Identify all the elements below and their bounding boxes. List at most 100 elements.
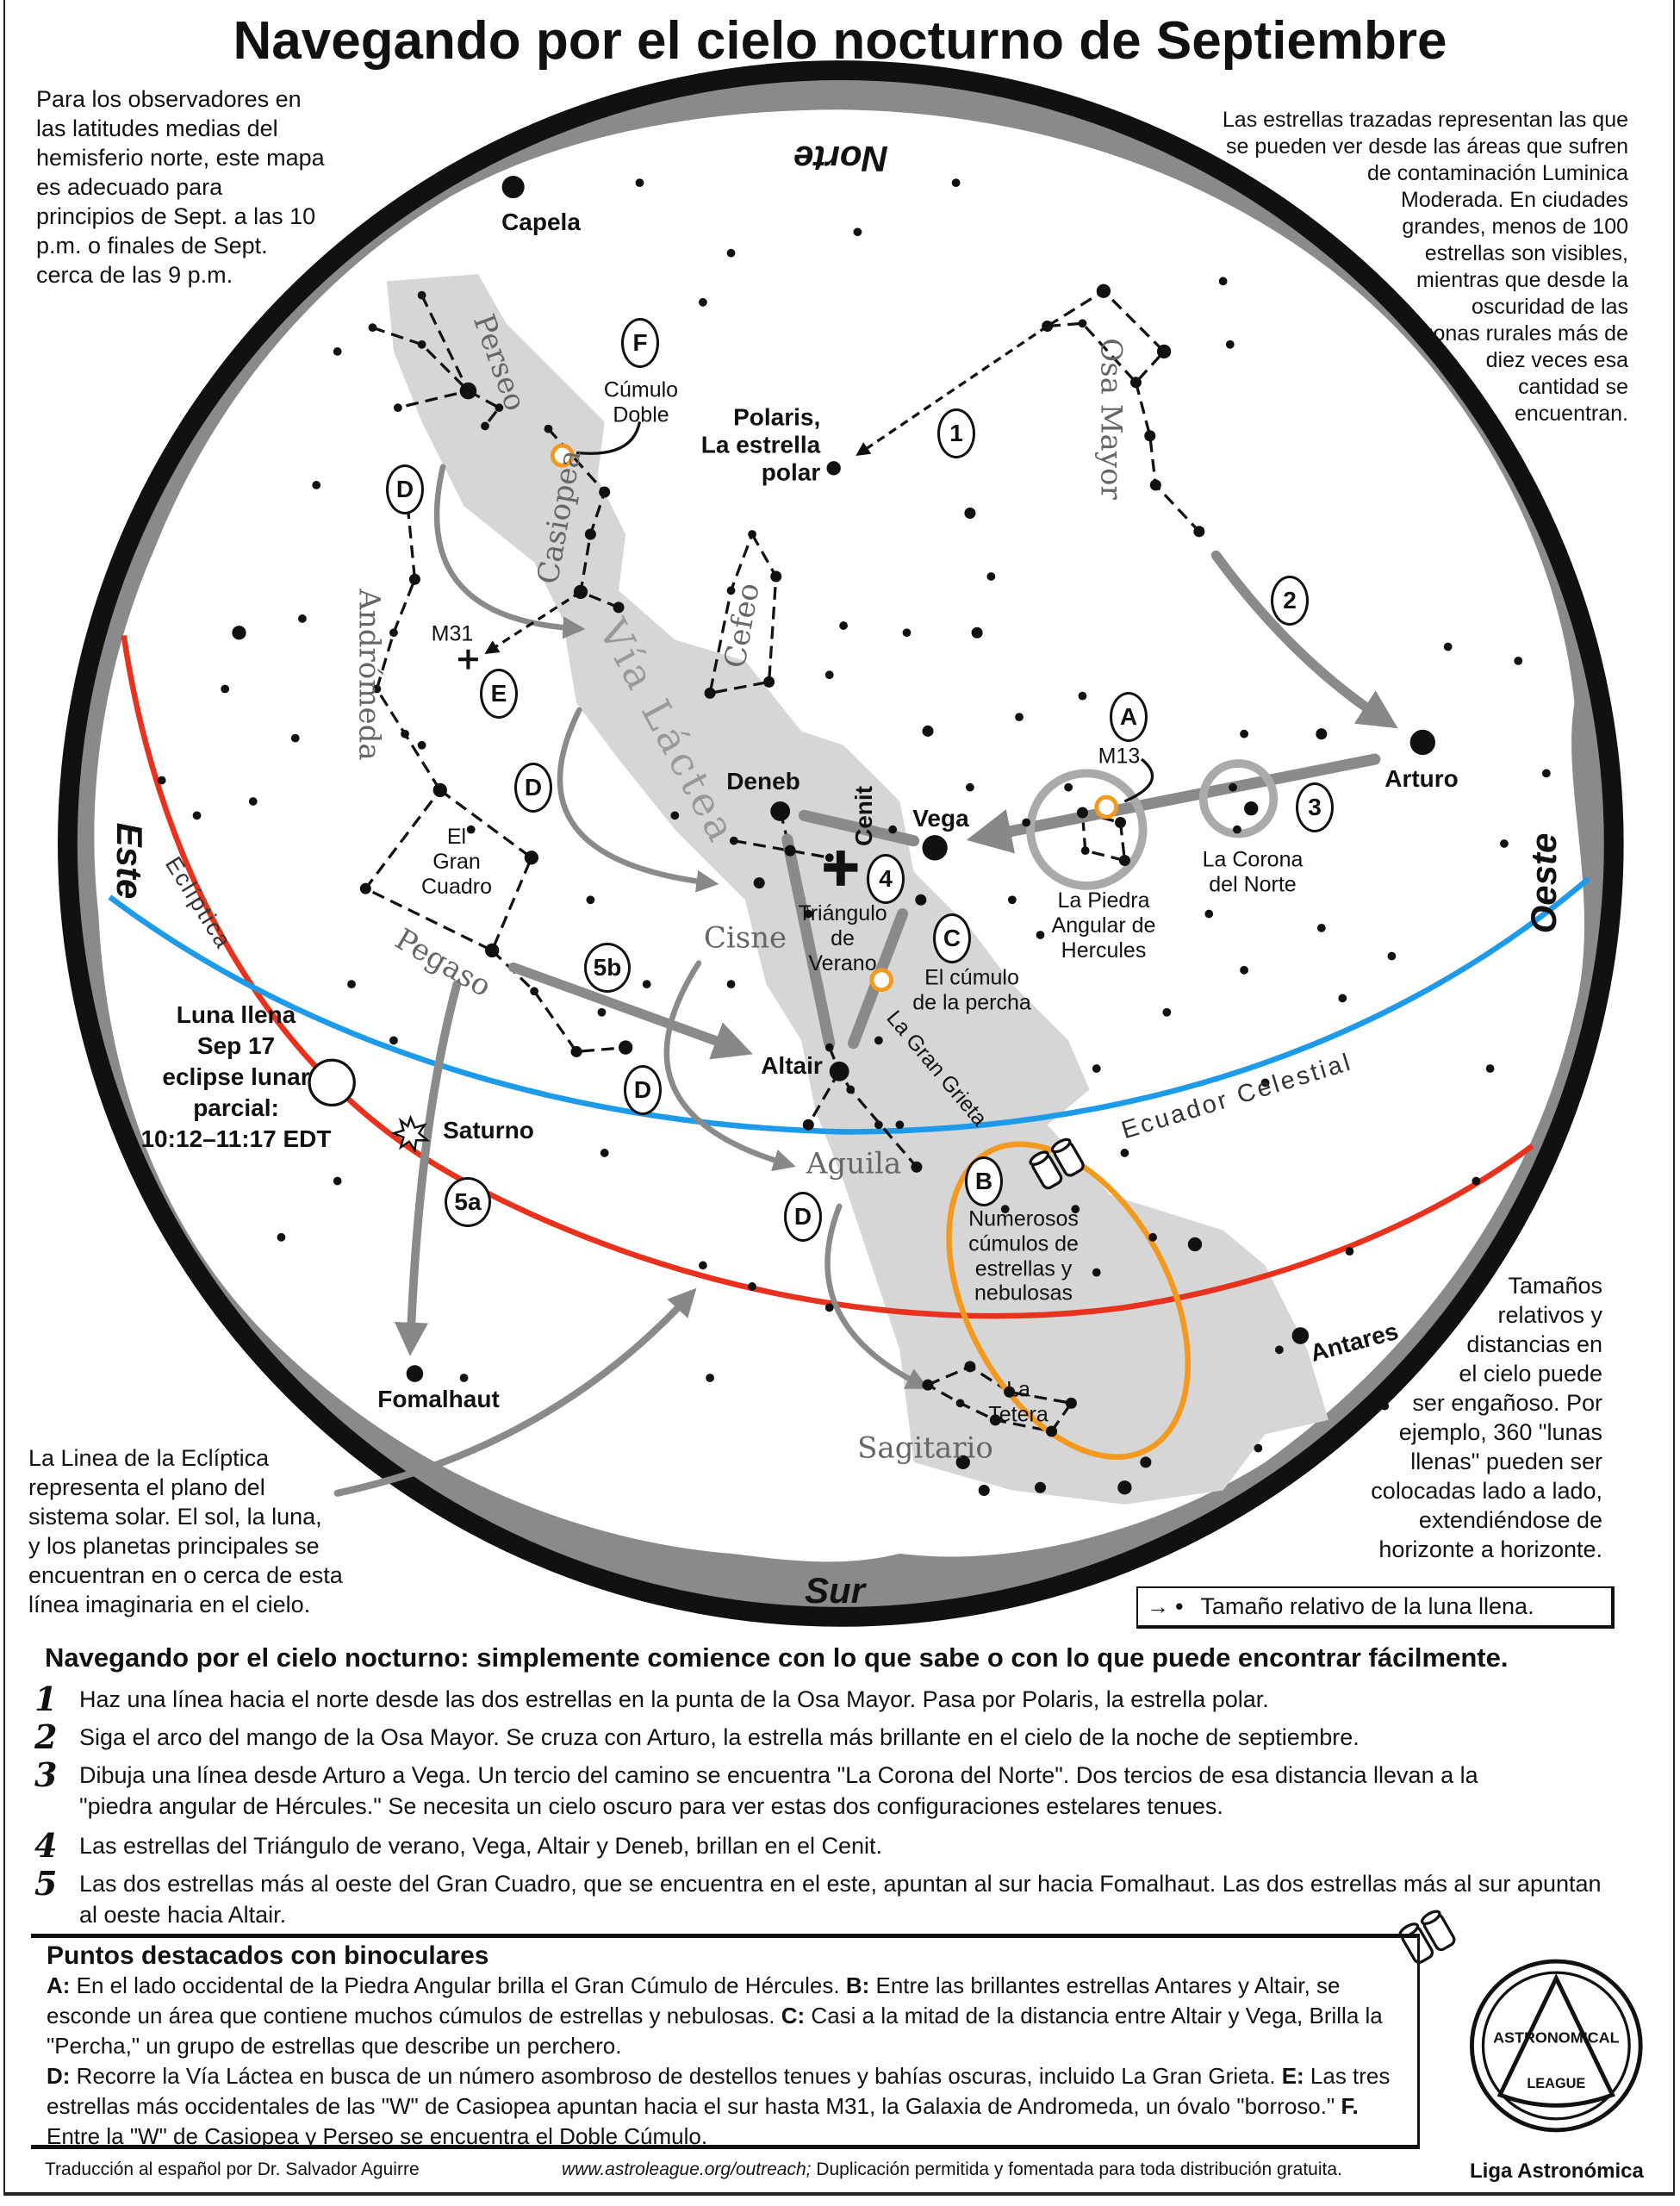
star-dot bbox=[495, 403, 504, 413]
constellation-line bbox=[806, 1070, 841, 1126]
star-dot bbox=[221, 684, 230, 694]
binocular-highlights-box: Puntos destacados con binoculares A: En … bbox=[31, 1934, 1420, 2149]
binoculars-icon bbox=[1029, 1137, 1085, 1190]
star-dot bbox=[802, 1119, 814, 1131]
star-dot bbox=[699, 297, 707, 307]
star-dot bbox=[1114, 816, 1127, 829]
star-dot bbox=[824, 670, 834, 680]
binocular-heading: Puntos destacados con binoculares bbox=[47, 1941, 489, 1970]
arrow-5b bbox=[507, 962, 753, 1060]
star-dot bbox=[726, 586, 736, 595]
arrow-5a bbox=[394, 980, 462, 1356]
legend-text: Tamaño relativo de la luna llena. bbox=[1200, 1593, 1534, 1619]
star-dot bbox=[298, 614, 307, 623]
star-dot bbox=[955, 1399, 965, 1408]
ecliptic-line bbox=[121, 635, 1534, 1319]
star-dot bbox=[874, 1036, 883, 1045]
star-dot bbox=[1274, 1345, 1284, 1355]
star-dot bbox=[971, 626, 983, 639]
star-dot bbox=[406, 1365, 424, 1382]
star-dot bbox=[1036, 931, 1045, 939]
star-dot bbox=[748, 530, 756, 539]
navigation-heading: Navegando por el cielo nocturno: simplem… bbox=[45, 1642, 1509, 1673]
direction-west: Oeste bbox=[1522, 832, 1564, 934]
marker-4: 4 bbox=[867, 854, 905, 904]
star-dot bbox=[1240, 965, 1248, 975]
marker-2: 2 bbox=[1271, 576, 1309, 626]
star-dot bbox=[1162, 1007, 1172, 1017]
star-dot bbox=[481, 421, 489, 431]
star-dot bbox=[784, 844, 796, 857]
label-altair: Altair bbox=[761, 1051, 823, 1079]
star-dot bbox=[986, 572, 996, 581]
label-cenit: Cenit bbox=[849, 786, 877, 846]
marker-d: D bbox=[784, 1192, 822, 1242]
star-dot bbox=[290, 733, 300, 743]
label-triangulo-verano: Triángulo de Verano bbox=[798, 900, 887, 975]
star-dot bbox=[466, 825, 476, 834]
page-title: Navegando por el cielo nocturno de Septi… bbox=[233, 11, 1447, 71]
star-dot bbox=[1193, 526, 1205, 538]
constellation-line bbox=[733, 839, 831, 859]
label-numerosos-cumulos: Numerosos cúmulos de estrellas y nebulos… bbox=[968, 1206, 1079, 1306]
direction-south: Sur bbox=[804, 1569, 866, 1611]
star-dot bbox=[597, 1007, 607, 1017]
marker-a: A bbox=[1110, 692, 1148, 742]
ecliptic-note: La Linea de la Eclíptica representa el p… bbox=[28, 1445, 343, 1617]
svg-text:ASTRONOMICAL: ASTRONOMICAL bbox=[1493, 2029, 1620, 2047]
coathanger-marker bbox=[869, 968, 894, 993]
star-dot bbox=[501, 175, 525, 199]
footer-rights: www.astroleague.org/outreach; Duplicació… bbox=[562, 2159, 1342, 2179]
star-dot bbox=[368, 323, 377, 333]
star-dot bbox=[824, 1303, 834, 1312]
star-dot bbox=[1485, 1064, 1495, 1073]
star-dot bbox=[826, 461, 841, 476]
star-dot bbox=[248, 797, 258, 806]
marker-d: D bbox=[514, 763, 552, 813]
marker-3: 3 bbox=[1296, 782, 1334, 832]
star-dot bbox=[1541, 769, 1551, 778]
star-dot bbox=[544, 424, 553, 433]
star-dot bbox=[1187, 1237, 1203, 1252]
star-dot bbox=[417, 290, 426, 300]
star-dot bbox=[1260, 1078, 1270, 1087]
star-dot bbox=[408, 573, 420, 585]
star-dot bbox=[600, 1149, 609, 1157]
star-dot bbox=[951, 178, 961, 188]
horizon-ring bbox=[58, 60, 1624, 1627]
star-dot bbox=[1046, 1425, 1058, 1437]
star-dot bbox=[1291, 1327, 1310, 1344]
intro-note: Para los observadores en las latitudes m… bbox=[36, 86, 325, 288]
star-dot bbox=[1514, 656, 1523, 665]
label-saturno: Saturno bbox=[443, 1116, 534, 1144]
star-dot bbox=[1380, 1401, 1390, 1411]
star-dot bbox=[964, 508, 976, 520]
constellation-line bbox=[375, 506, 442, 791]
translator-credit: Traducción al español por Dr. Salvador A… bbox=[45, 2159, 420, 2179]
star-dot bbox=[699, 1261, 707, 1270]
star-dot bbox=[401, 729, 409, 738]
star-dot bbox=[389, 1036, 398, 1045]
arrow-d4 bbox=[824, 1203, 930, 1389]
star-dot bbox=[726, 248, 736, 258]
marker-e: E bbox=[480, 669, 518, 719]
star-dot bbox=[753, 877, 765, 889]
highlights bbox=[550, 443, 1191, 1460]
page-frame bbox=[3, 0, 1675, 2196]
arrow-2 bbox=[1210, 550, 1398, 729]
star-dot bbox=[530, 987, 539, 996]
light-pollution-note: Las estrellas trazadas representan las q… bbox=[1222, 108, 1628, 426]
label-capela: Capela bbox=[501, 208, 581, 235]
star-dot bbox=[1015, 713, 1024, 722]
celestial-equator-line bbox=[108, 876, 1590, 1135]
website-link[interactable]: www.astroleague.org/outreach; bbox=[562, 2159, 812, 2179]
star-dot bbox=[1022, 818, 1031, 827]
star-dot bbox=[157, 776, 166, 785]
star-dot bbox=[1004, 1386, 1016, 1398]
star-dot bbox=[729, 836, 738, 845]
marker-5a: 5a bbox=[445, 1177, 491, 1227]
